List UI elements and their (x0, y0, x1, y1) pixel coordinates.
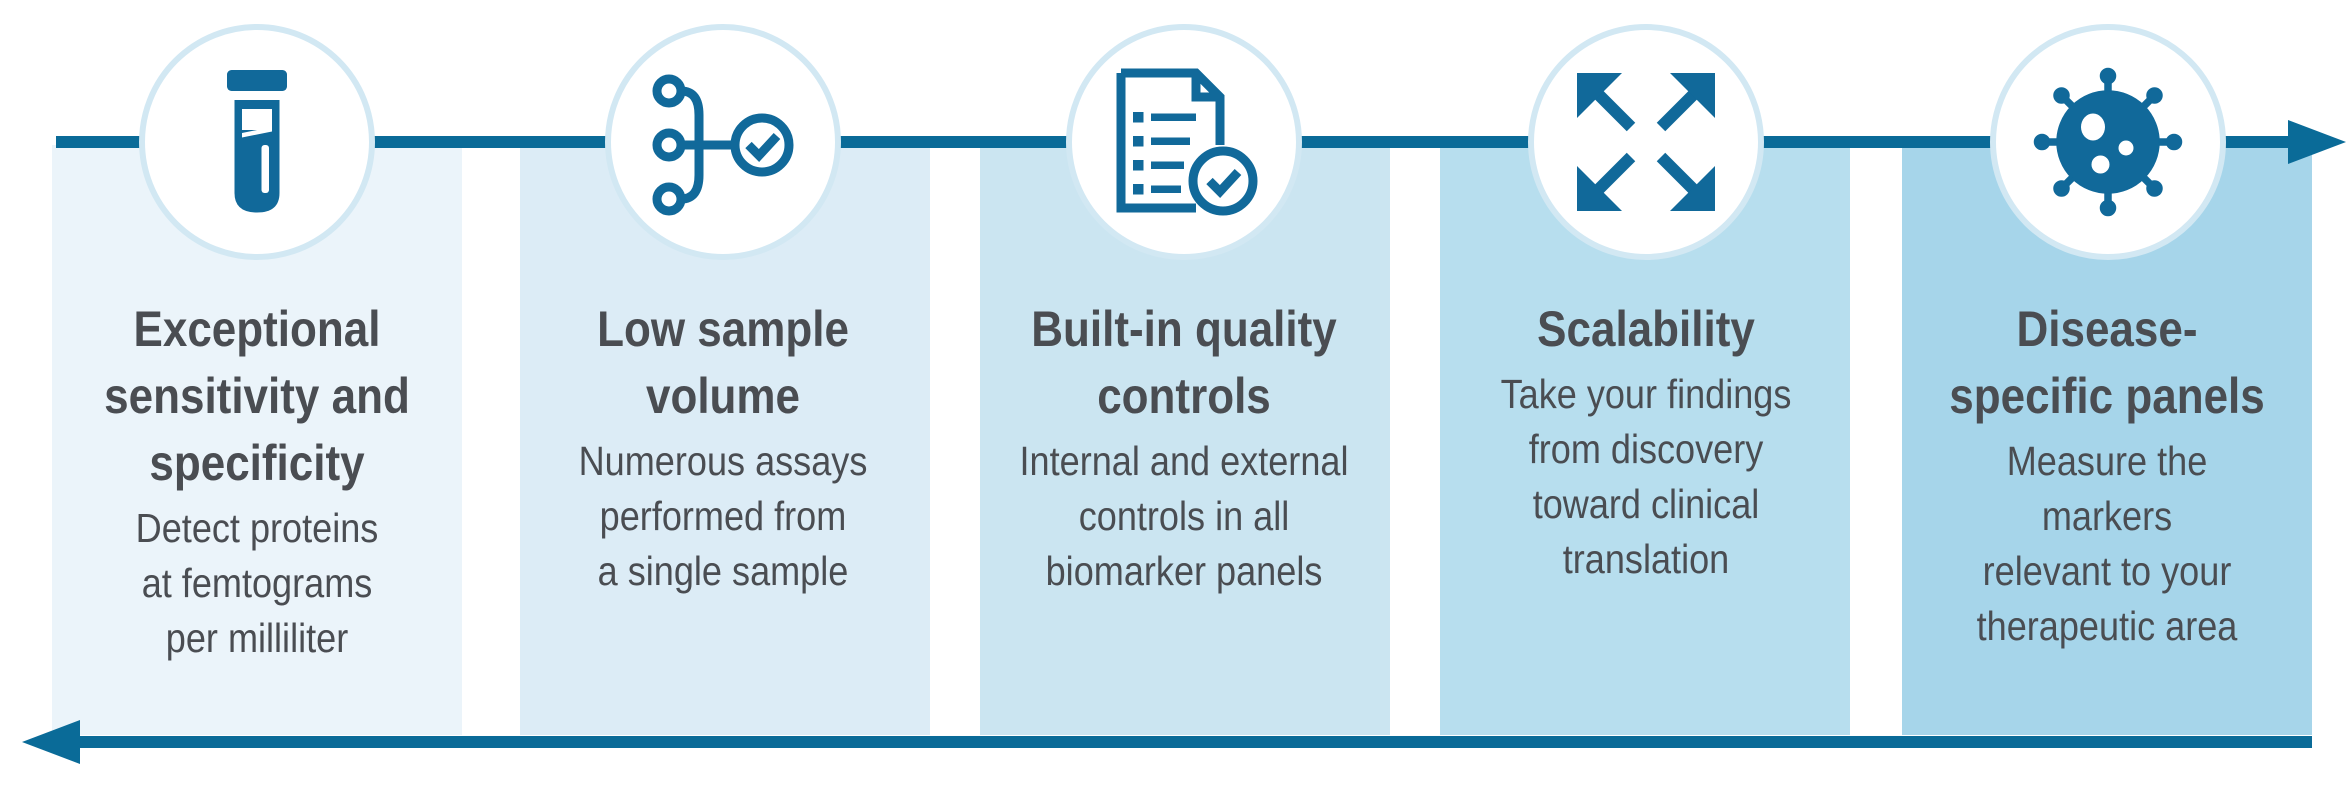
step-4-description-line: Take your findings (1500, 371, 1792, 417)
top-arrow-head (2288, 120, 2346, 164)
document-check-icon (1116, 68, 1258, 216)
step-2-description-line: a single sample (597, 548, 849, 594)
step-4-title: Scalability (1479, 296, 1813, 363)
step-3-title-line: controls (1097, 368, 1271, 424)
step-4-icon-circle (1528, 24, 1764, 260)
step-1-title-line: specificity (149, 435, 365, 491)
step-5-icon-circle (1990, 24, 2226, 260)
step-4-text: Scalability Take your findings from disc… (1456, 296, 1836, 587)
virus-icon (2033, 67, 2183, 217)
step-4-description-line: toward clinical (1532, 481, 1760, 527)
step-1-description-line: Detect proteins (135, 505, 379, 551)
step-1-title-line: Exceptional (133, 301, 381, 357)
step-1-text: Exceptional sensitivity and specificity … (67, 296, 447, 666)
step-1-title: Exceptional sensitivity and specificity (90, 296, 424, 497)
step-3-title: Built-in quality controls (1017, 296, 1351, 430)
step-4-title-line: Scalability (1537, 301, 1755, 357)
step-1-title-line: sensitivity and (104, 368, 410, 424)
bottom-arrow-head (22, 720, 80, 764)
step-2-description-line: Numerous assays (578, 438, 868, 484)
step-2-description: Numerous assays performed from a single … (556, 434, 890, 599)
step-3-description-line: Internal and external (1019, 438, 1349, 484)
step-4-description-line: translation (1562, 536, 1730, 582)
step-2-title-line: volume (645, 368, 801, 424)
step-3-icon-circle (1066, 24, 1302, 260)
step-5-title: Disease- specific panels (1940, 296, 2274, 430)
step-3-title-line: Built-in quality (1031, 301, 1337, 357)
step-1-icon-circle (139, 24, 375, 260)
step-1-description: Detect proteins at femtograms per millil… (90, 501, 424, 666)
branch-check-icon (652, 74, 794, 216)
step-5-description-line: therapeutic area (1976, 603, 2238, 649)
step-1-description-line: at femtograms (141, 560, 373, 606)
expand-arrows-icon (1577, 73, 1715, 211)
step-5-description-line: relevant to your (1982, 548, 2232, 594)
step-2-title-line: Low sample (597, 301, 849, 357)
step-5-title-line: specific panels (1949, 368, 2265, 424)
step-2-title: Low sample volume (556, 296, 890, 430)
step-5-description: Measure the markers relevant to your the… (1940, 434, 2274, 654)
step-3-description-line: controls in all (1078, 493, 1290, 539)
step-4-description: Take your findings from discovery toward… (1479, 367, 1813, 587)
step-1-description-line: per milliliter (165, 615, 349, 661)
step-4-description-line: from discovery (1528, 426, 1764, 472)
step-2-icon-circle (605, 24, 841, 260)
step-2-description-line: performed from (599, 493, 847, 539)
test-tube-icon (227, 70, 287, 213)
step-3-description: Internal and external controls in all bi… (1017, 434, 1351, 599)
step-3-description-line: biomarker panels (1045, 548, 1323, 594)
step-5-title-line: Disease- (2016, 301, 2198, 357)
step-5-text: Disease- specific panels Measure the mar… (1917, 296, 2297, 654)
step-5-description-line: Measure the markers (2006, 438, 2208, 539)
step-3-text: Built-in quality controls Internal and e… (994, 296, 1374, 599)
step-2-text: Low sample volume Numerous assays perfor… (533, 296, 913, 599)
